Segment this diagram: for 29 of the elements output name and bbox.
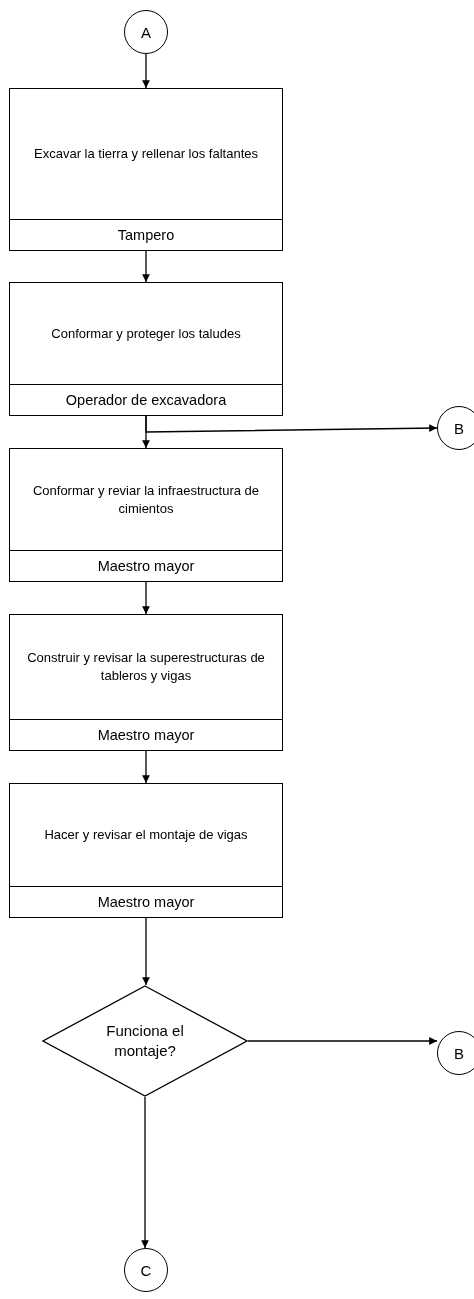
arrow <box>142 250 150 283</box>
process-box <box>9 783 283 918</box>
role-text: Operador de excavadora <box>65 392 227 408</box>
arrow <box>247 1037 438 1045</box>
role-text: Maestro mayor <box>97 894 195 910</box>
connector-circle: A <box>124 10 168 54</box>
step-text: Conformar y proteger los taludes <box>51 324 241 343</box>
process-box <box>9 282 283 416</box>
arrow <box>145 415 438 433</box>
step-text: Construir y revisar la superestructuras de tableros y vigas <box>26 649 266 685</box>
arrow <box>142 53 150 89</box>
role-text: Tampero <box>117 227 175 243</box>
step-text: Conformar y reviar la infraestructura de cimientos <box>31 481 261 518</box>
role-text: Maestro mayor <box>97 558 195 574</box>
arrow <box>142 581 150 615</box>
arrow <box>142 917 150 986</box>
process-box <box>9 448 283 582</box>
arrow <box>142 750 150 784</box>
process-box <box>9 88 283 251</box>
decision-text: Funciona el montaje? <box>105 1020 185 1061</box>
process-box <box>9 614 283 751</box>
step-text: Hacer y revisar el montaje de vigas <box>44 826 248 844</box>
connector-circle: C <box>124 1248 168 1292</box>
connector-circle: B <box>437 406 474 450</box>
connector-circle: B <box>437 1031 474 1075</box>
decision-diamond <box>42 985 248 1097</box>
arrow <box>141 1096 149 1249</box>
role-text: Maestro mayor <box>97 727 195 743</box>
step-text: Excavar la tierra y rellenar los faltantes <box>34 145 258 163</box>
